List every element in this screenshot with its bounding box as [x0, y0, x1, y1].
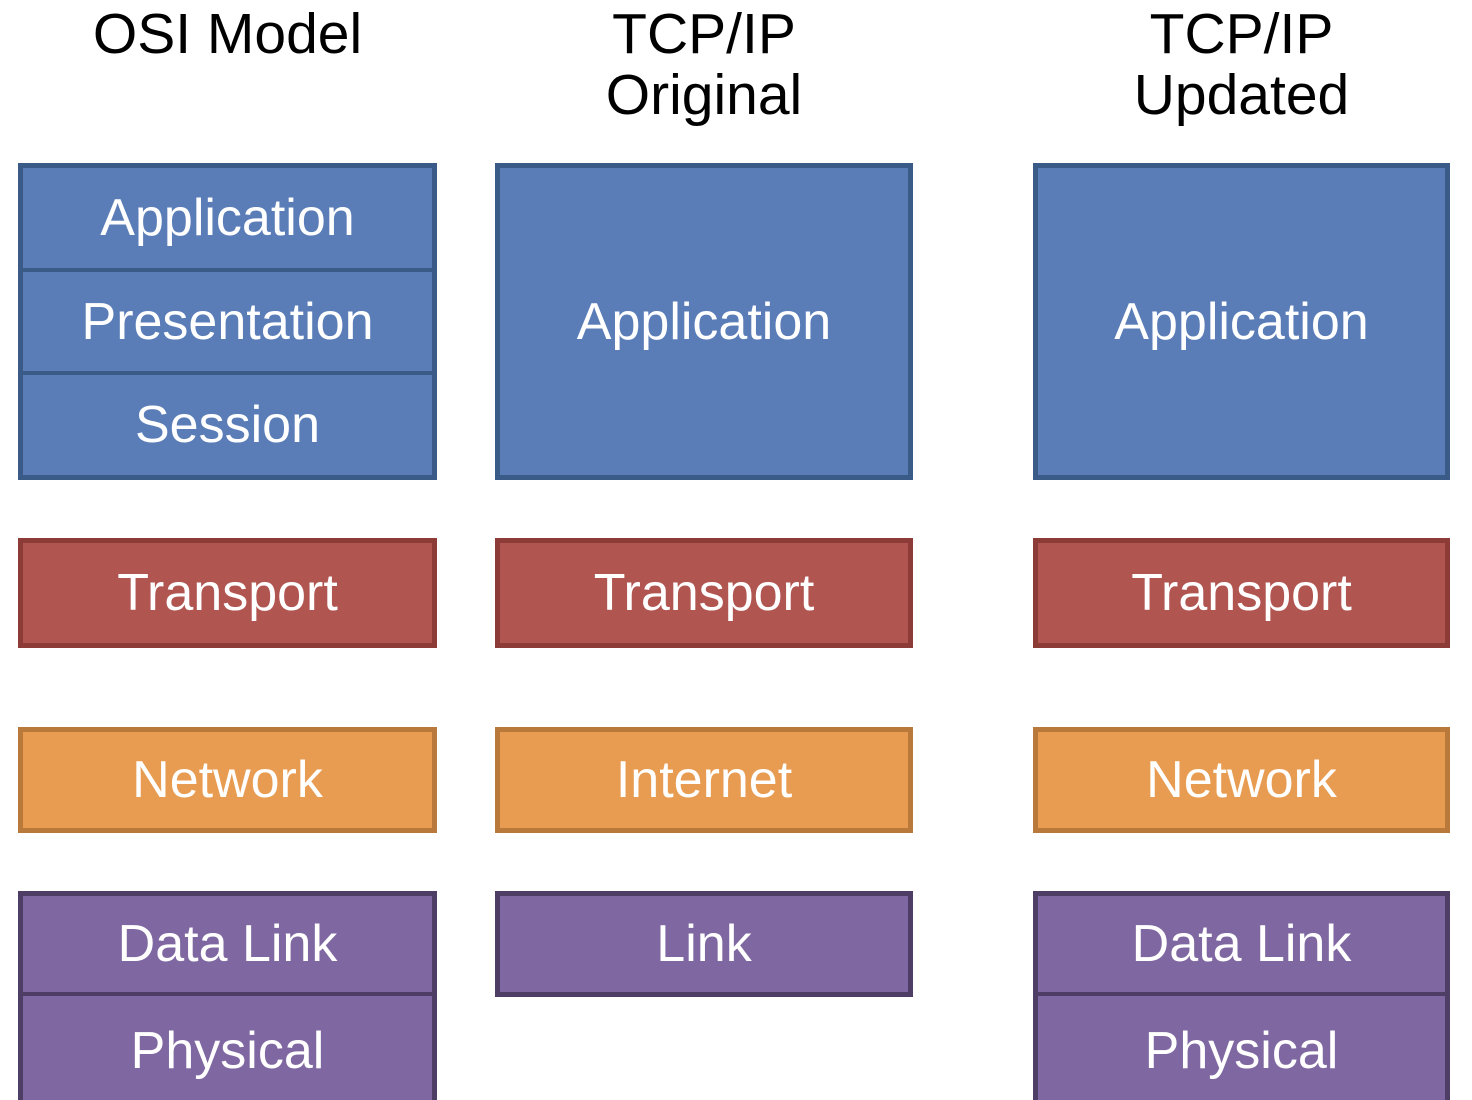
tcpip-updated-application-group: Application [1033, 163, 1450, 480]
layer-box-data-link: Data Link [1131, 915, 1352, 973]
osi-upper-layers-group: Application Presentation Session [18, 163, 437, 480]
layer-box-transport: Transport [1131, 564, 1352, 622]
tcpip-updated-network-group: Network [1033, 727, 1450, 833]
tcpip-original-internet-group: Internet [495, 727, 913, 833]
osi-transport-group: Transport [18, 538, 437, 648]
title-line: TCP/IP [612, 2, 796, 66]
tcpip-original-link-group: Link [495, 891, 913, 997]
layer-box-internet: Internet [615, 751, 793, 809]
tcpip-updated-transport-group: Transport [1033, 538, 1450, 648]
layer-box-data-link: Data Link [117, 915, 338, 973]
layer-box-network: Network [1146, 751, 1337, 809]
tcpip-original-application-group: Application [495, 163, 913, 480]
title-line: Updated [1133, 63, 1350, 127]
tcpip-original-transport-group: Transport [495, 538, 913, 648]
column-osi-model: OSI Model Application Presentation Sessi… [18, 0, 437, 1100]
title-line: TCP/IP [1149, 2, 1334, 66]
osi-network-group: Network [18, 727, 437, 833]
title-line: OSI Model [92, 2, 363, 66]
layer-box-session: Session [23, 371, 432, 475]
layer-box-transport: Transport [117, 564, 338, 622]
layer-box-presentation: Presentation [23, 267, 432, 372]
layer-box-application: Application [576, 292, 832, 351]
layer-box-application: Application [100, 188, 355, 247]
osi-lower-layers-group: Data Link Physical [18, 891, 437, 1100]
layer-box-link: Link [656, 915, 752, 973]
layer-box-physical: Physical [23, 992, 432, 1100]
title-line: Original [605, 63, 803, 127]
column-title-osi-model: OSI Model [0, 4, 477, 65]
tcpip-updated-lower-layers-group: Data Link Physical [1033, 891, 1450, 1100]
layer-box-physical: Physical [1038, 992, 1445, 1100]
layer-box-transport: Transport [593, 564, 815, 622]
layer-box-application: Application [1114, 292, 1369, 351]
layer-box-network: Network [132, 751, 323, 809]
